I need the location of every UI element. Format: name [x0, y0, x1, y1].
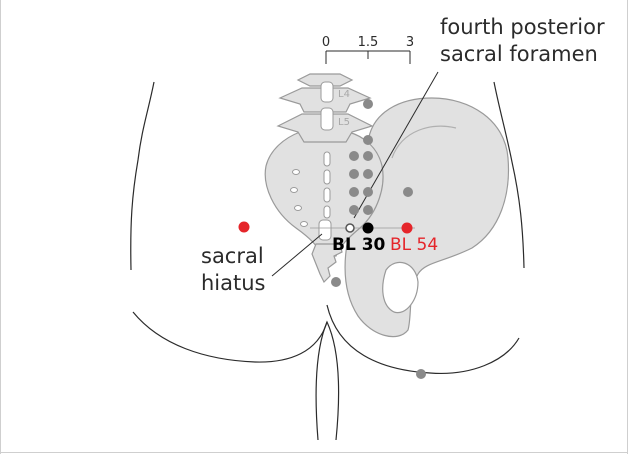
right-buttock-line: [326, 304, 520, 375]
scale-bar: [325, 50, 411, 64]
scale-tick-3: 3: [406, 35, 414, 50]
bl54-label: BL 54: [390, 235, 438, 255]
fourth-sacral-foramen-point: [345, 223, 355, 233]
hiatus-label-line1: sacral: [201, 244, 264, 268]
median-sacral-crest: [318, 151, 332, 241]
acupoint-bl30: [362, 222, 374, 234]
scale-tick-0: 0: [322, 35, 330, 50]
left-buttock-line: [132, 311, 328, 363]
bl30-label: BL 30: [332, 235, 386, 255]
coccyx: [311, 243, 343, 284]
vertebra-l3: [296, 73, 354, 87]
body-outline: [130, 81, 525, 441]
foramen-label-line1: fourth posterior: [440, 15, 605, 39]
pelvis-bone: L4 L5: [264, 73, 510, 338]
acupoint-red-left: [238, 221, 250, 233]
bottom-frame-border: [0, 452, 628, 453]
right-frame-border: [627, 0, 628, 454]
right-flank-line: [493, 81, 525, 269]
vertebra-label-l4: L4: [338, 89, 350, 100]
gluteal-cleft-line: [315, 320, 340, 441]
spinous-processes: [320, 81, 334, 131]
hiatus-label-line2: hiatus: [201, 271, 266, 295]
sacral-side-foramina: [290, 169, 308, 227]
left-flank-line: [130, 81, 155, 271]
scale-tick-1-5: 1.5: [358, 35, 379, 50]
left-frame-border: [0, 0, 1, 454]
hiatus-leader-line: [271, 233, 323, 277]
foramen-label-line2: sacral foramen: [440, 42, 598, 66]
acupoint-bl54: [401, 222, 413, 234]
acupoints-gray: [331, 99, 426, 379]
iliac-inner-ridge: [391, 125, 457, 159]
obturator-foramen: [382, 261, 419, 314]
vertebra-label-l5: L5: [338, 117, 350, 128]
